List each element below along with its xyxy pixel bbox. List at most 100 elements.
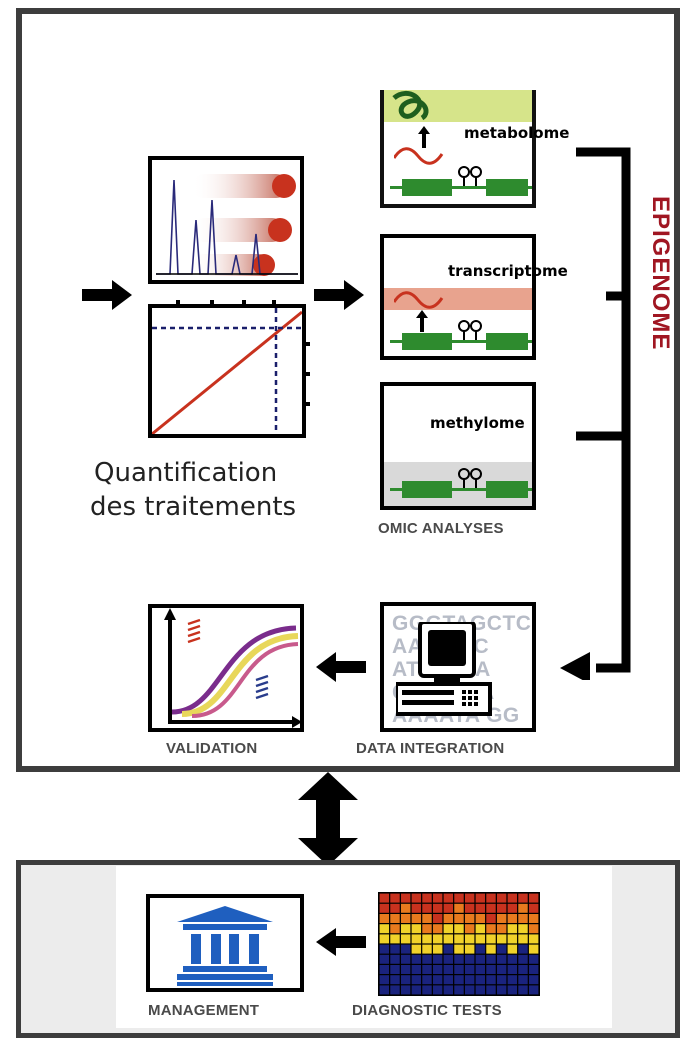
computer-icon <box>396 622 492 716</box>
mrna-wave-icon <box>394 147 444 165</box>
tick-right-2 <box>302 372 310 376</box>
quantification-label: Quantification des traitements <box>90 456 296 524</box>
tick-top-3 <box>242 300 246 308</box>
management-panel <box>146 894 304 992</box>
heatmap-cell <box>432 985 443 995</box>
heatmap-cell <box>400 975 411 985</box>
methylome-box <box>380 382 536 510</box>
heatmap-cell <box>443 944 454 954</box>
heatmap-cell <box>400 914 411 923</box>
calibration-graphic <box>152 308 302 434</box>
heatmap-cell <box>475 944 486 954</box>
heatmap-cell <box>528 965 539 974</box>
heatmap-cell <box>432 954 443 964</box>
chromatogram-panel <box>148 156 304 284</box>
heatmap-cell <box>411 954 422 964</box>
heatmap-cell <box>528 903 539 913</box>
heatmap-cell <box>486 934 496 944</box>
heatmap-cell <box>518 893 528 903</box>
validation-graphic <box>164 608 300 728</box>
heatmap-cell <box>507 924 518 934</box>
heatmap-cell <box>475 903 486 913</box>
heatmap-cell <box>432 975 443 985</box>
chromatogram-graphic <box>156 174 298 276</box>
heatmap-cell <box>400 944 411 954</box>
heatmap-cell <box>507 965 518 974</box>
heatmap-cell <box>486 985 496 995</box>
metabolite-knot-icon <box>392 90 429 121</box>
heatmap-cell <box>390 975 400 985</box>
heatmap-cell <box>475 954 486 964</box>
quantification-line1: Quantification <box>94 458 278 488</box>
calibration-panel <box>148 304 306 438</box>
heatmap-cell <box>464 903 475 913</box>
tick-top-2 <box>210 300 214 308</box>
heatmap-cell <box>507 893 518 903</box>
validation-panel <box>148 604 304 732</box>
heatmap-cell <box>475 893 486 903</box>
heatmap-cell <box>390 985 400 995</box>
heatmap-cell <box>379 914 390 923</box>
heatmap-cell <box>518 975 528 985</box>
heatmap-cell <box>454 954 464 964</box>
heatmap-cell <box>475 965 486 974</box>
tick-right-3 <box>302 402 310 406</box>
heatmap-cell <box>432 893 443 903</box>
heatmap-cell <box>432 934 443 944</box>
heatmap-cell <box>528 944 539 954</box>
heatmap-cell <box>443 934 454 944</box>
heatmap-cell <box>411 944 422 954</box>
heatmap-cell <box>496 934 507 944</box>
heatmap-cell <box>518 965 528 974</box>
heatmap-cell <box>432 903 443 913</box>
diagnostic-heatmap <box>378 892 540 996</box>
heatmap-cell <box>422 914 432 923</box>
metabolome-gene-icon <box>390 166 532 196</box>
heatmap-cell <box>518 985 528 995</box>
heatmap-cell <box>411 893 422 903</box>
heatmap-cell <box>379 924 390 934</box>
heatmap-cell <box>475 934 486 944</box>
transcriptome-box <box>380 234 536 360</box>
heatmap-cell <box>432 914 443 923</box>
heatmap-cell <box>432 924 443 934</box>
heatmap-cell <box>400 965 411 974</box>
heatmap-cell <box>518 944 528 954</box>
heatmap-cell <box>486 914 496 923</box>
transcriptome-label: transcriptome <box>448 262 568 280</box>
omic-analyses-caption: OMIC ANALYSES <box>378 520 504 537</box>
heatmap-cell <box>475 924 486 934</box>
heatmap-cell <box>528 893 539 903</box>
metabolome-up-arrow <box>418 126 430 148</box>
validation-caption: VALIDATION <box>166 740 258 757</box>
quantification-line2: des traitements <box>90 492 297 522</box>
heatmap-cell <box>507 903 518 913</box>
heatmap-cell <box>507 985 518 995</box>
to-management-arrow <box>316 928 366 956</box>
heatmap-cell <box>443 975 454 985</box>
heatmap-cell <box>432 965 443 974</box>
heatmap-cell <box>464 924 475 934</box>
heatmap-cell <box>379 944 390 954</box>
top-frame <box>16 8 680 772</box>
tick-top-4 <box>272 300 276 308</box>
heatmap-cell <box>422 944 432 954</box>
heatmap-cell <box>496 954 507 964</box>
heatmap-cell <box>464 934 475 944</box>
heatmap-cell <box>400 934 411 944</box>
heatmap-cell <box>454 934 464 944</box>
heatmap-cell <box>432 944 443 954</box>
heatmap-cell <box>390 954 400 964</box>
heatmap-cell <box>528 914 539 923</box>
heatmap-cell <box>464 944 475 954</box>
heatmap-cell <box>422 985 432 995</box>
heatmap-cell <box>422 954 432 964</box>
heatmap-cell <box>379 903 390 913</box>
heatmap-cell <box>379 975 390 985</box>
heatmap-cell <box>464 893 475 903</box>
heatmap-cell <box>486 965 496 974</box>
heatmap-cell <box>443 954 454 964</box>
heatmap-cell <box>486 975 496 985</box>
heatmap-cell <box>496 903 507 913</box>
heatmap-cell <box>390 924 400 934</box>
